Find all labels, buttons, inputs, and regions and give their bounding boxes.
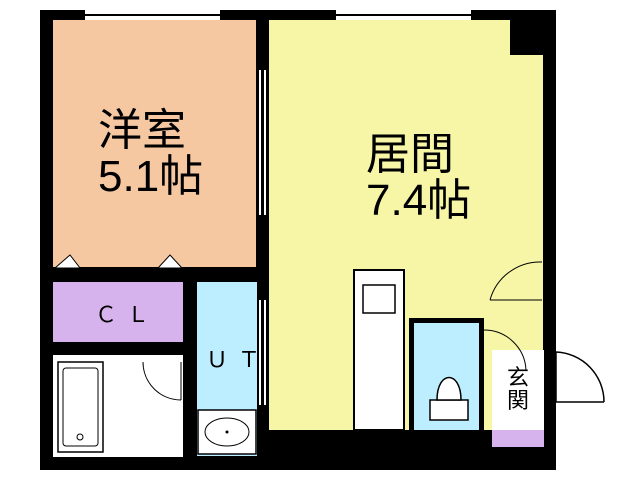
western-room-size: 5.1帖 [98, 152, 204, 202]
entrance-floor [492, 350, 544, 430]
closet-label: ＣＬ [95, 302, 160, 327]
living-room-size: 7.4帖 [366, 176, 472, 226]
toilet [429, 399, 469, 421]
utility-label: ＵＴ [206, 347, 271, 372]
living-room-label: 居間 7.4帖 [366, 130, 472, 226]
entrance-step [492, 430, 544, 447]
closet-floor [53, 282, 183, 342]
western-room-name: 洋室 [98, 106, 186, 155]
entrance-label: 玄関 [507, 365, 530, 414]
western-room-floor [53, 20, 256, 267]
western-room-label: 洋室 5.1帖 [98, 106, 204, 202]
living-room-name: 居間 [366, 130, 454, 179]
